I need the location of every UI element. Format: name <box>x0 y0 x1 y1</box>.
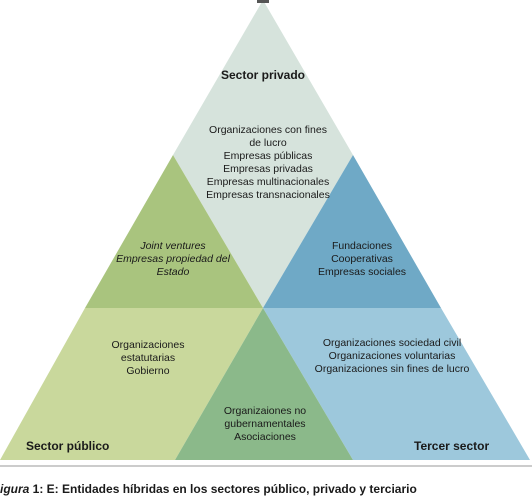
list-item: Estado <box>156 266 190 278</box>
list-item: Joint ventures <box>140 240 206 252</box>
list-item: gubernamentales <box>224 418 306 430</box>
label-tercer-sector: Tercer sector <box>414 439 490 453</box>
third-sector-list: Organizaciones sociedad civil Organizaci… <box>302 337 482 376</box>
list-item: Asociaciones <box>234 431 296 443</box>
list-item: Empresas multinacionales <box>206 176 330 188</box>
region-privado-tercero <box>263 155 441 308</box>
top-marker <box>257 0 269 3</box>
list-item: Gobierno <box>126 365 170 377</box>
list-item: Empresas propiedad del <box>116 253 230 265</box>
list-item: Organizaciones con fines <box>209 124 327 136</box>
public-private-list: Joint ventures Empresas propiedad del Es… <box>112 240 234 279</box>
region-sector-privado <box>173 0 353 308</box>
public-third-list: Organizaiones no gubernamentales Asociac… <box>210 405 320 444</box>
list-item: Cooperativas <box>331 253 393 265</box>
list-item: Empresas sociales <box>317 266 407 278</box>
list-item: de lucro <box>249 137 287 149</box>
list-item: Empresas privadas <box>223 163 313 175</box>
region-publico-privado <box>85 155 263 308</box>
list-item: estatutarias <box>120 352 176 364</box>
list-item: Organizaciones <box>111 339 185 351</box>
list-item: Fundaciones <box>331 240 393 252</box>
private-sector-list: Organizaciones con fines de lucro Empres… <box>188 124 348 202</box>
caption-prefix: igura <box>0 482 30 496</box>
label-sector-privado: Sector privado <box>220 68 306 82</box>
figure-caption: igura 1: E: Entidades híbridas en los se… <box>0 482 417 496</box>
list-item: Empresas públicas <box>223 150 313 162</box>
list-item: Organizaciones voluntarias <box>328 350 456 362</box>
list-item: Organizaciones sin fines de lucro <box>314 363 470 375</box>
list-item: Organizaciones sociedad civil <box>322 337 462 349</box>
region-tercer-sector <box>263 308 530 460</box>
caption-text: 1: E: Entidades híbridas en los sectores… <box>29 482 417 496</box>
region-publico-tercero <box>175 308 353 460</box>
public-sector-list: Organizaciones estatutarias Gobierno <box>93 339 203 378</box>
list-item: Organizaiones no <box>223 405 307 417</box>
region-sector-publico <box>0 308 263 460</box>
label-sector-publico: Sector público <box>26 439 110 453</box>
private-third-list: Fundaciones Cooperativas Empresas social… <box>302 240 422 279</box>
list-item: Empresas transnacionales <box>206 189 330 201</box>
